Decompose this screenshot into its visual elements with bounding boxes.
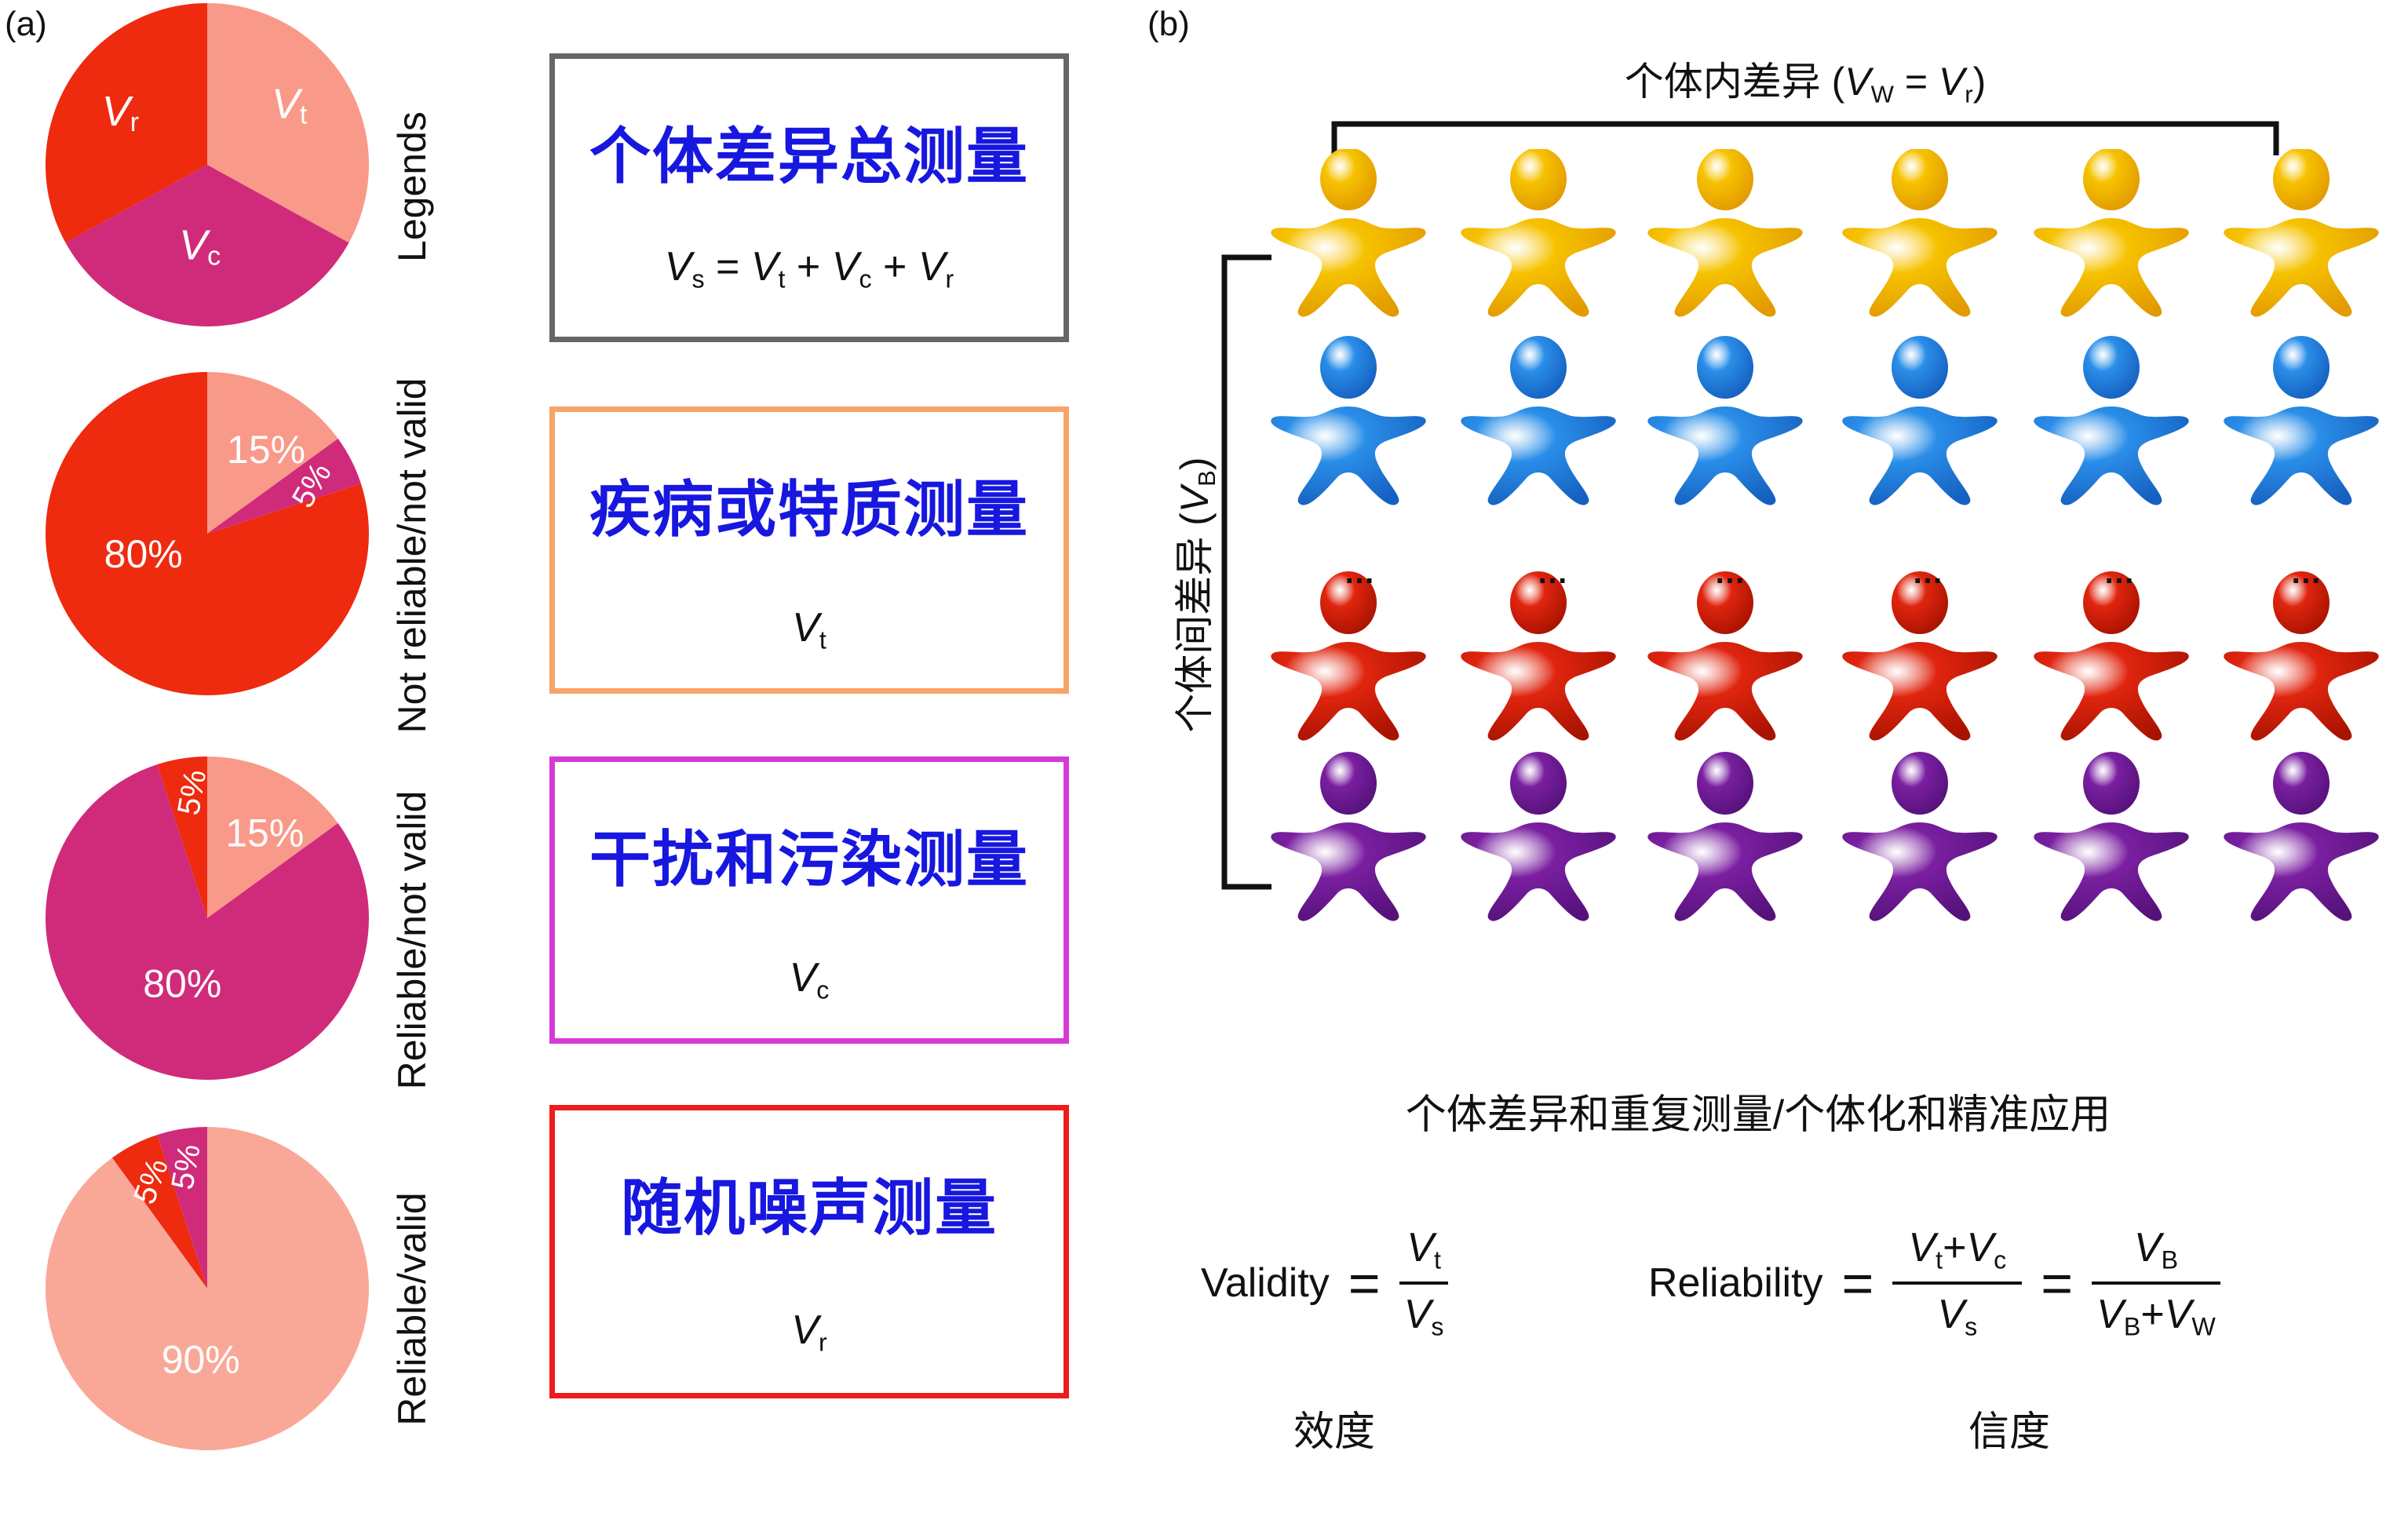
box-contamination-measurement: 干扰和污染测量 Vc <box>549 756 1069 1044</box>
person-figure <box>1461 571 1616 741</box>
person-figure <box>2034 752 2189 921</box>
reliability-cn-label: 信度 <box>1968 1409 2050 1455</box>
pie-slice-vc <box>157 1127 207 1289</box>
pie-slice-vt <box>207 372 338 534</box>
panel-a-label: (a) <box>5 5 47 43</box>
validity-cn-label: 效度 <box>1293 1409 1375 1455</box>
person-figure <box>1647 149 1803 317</box>
person-figure <box>2224 571 2379 741</box>
panel-b-caption: 个体差异和重复测量/个体化和精准应用 <box>1405 1092 2111 1138</box>
ellipsis-col-5: … <box>2103 556 2136 590</box>
pie-slice-vr <box>157 756 207 918</box>
pie-chart-reliable-valid: 90%5%5% <box>45 1127 369 1450</box>
row-label-reliable-valid: Reliable/valid <box>390 1192 434 1426</box>
pie-chart-not-reliable-not-valid: 15%5%80% <box>46 372 370 695</box>
pie-slice-vt <box>45 1127 369 1450</box>
panel-b-label: (b) <box>1147 5 1190 43</box>
person-figure <box>1461 752 1616 921</box>
validity-equation: Validity = Vt Vs <box>1201 1224 1449 1341</box>
ellipsis-col-6: … <box>2290 556 2323 590</box>
within-individual-label: 个体内差异 (VW = Vr) <box>1624 60 1987 108</box>
box-trait-var: Vt <box>792 605 826 654</box>
person-figure <box>1647 336 1803 505</box>
person-figure <box>1271 336 1426 505</box>
person-figure <box>1842 752 1998 921</box>
pie-label-vt: 15% <box>227 428 305 472</box>
person-figure <box>1271 752 1426 921</box>
pie-slice-vr <box>111 1135 207 1289</box>
person-figure <box>1461 149 1616 317</box>
pie-label-vc: 80% <box>143 961 221 1005</box>
within-bracket <box>1331 121 2279 155</box>
person-figure <box>2034 336 2189 505</box>
reliability-equation: Reliability = Vt+Vc Vs = VB VB+VW <box>1648 1224 2220 1341</box>
pie-slice-vt <box>207 756 338 918</box>
person-figure <box>1647 571 1803 741</box>
pie-label-vr: 5% <box>171 767 213 818</box>
person-figure <box>1271 149 1426 317</box>
ellipsis-col-2: … <box>1537 556 1570 590</box>
between-bracket <box>1221 254 1271 890</box>
ellipsis-col-1: … <box>1344 556 1377 590</box>
person-figure <box>2034 571 2189 741</box>
pie-slice-vc <box>45 764 369 1080</box>
person-figure <box>1842 149 1998 317</box>
pie-chart-reliable-not-valid: 15% 80% 5% <box>45 756 369 1080</box>
reliability-fraction-2: VB VB+VW <box>2092 1224 2220 1341</box>
pie-label-vt: 15% <box>225 811 304 855</box>
reliability-equals-1: = <box>1841 1252 1874 1314</box>
people-figures-grid <box>1271 149 2379 921</box>
reliability-equals-2: = <box>2041 1252 2074 1314</box>
box-total-title: 个体差异总测量 <box>589 122 1029 192</box>
between-individual-label: 个体间差异 (VB) <box>1172 457 1221 733</box>
reliability-fraction-1: Vt+Vc Vs <box>1892 1224 2023 1341</box>
validity-word: Validity <box>1201 1260 1330 1306</box>
pie-slice-vt <box>207 3 369 243</box>
box-noise-var: Vr <box>791 1307 827 1357</box>
pie-label-vr: Vr <box>102 88 139 137</box>
person-figure <box>2224 149 2379 317</box>
pie-label-vc: Vc <box>179 222 221 272</box>
pie-label-vt: 90% <box>162 1338 240 1382</box>
person-figure <box>2034 149 2189 317</box>
person-figure <box>1271 571 1426 741</box>
pie-label-vr: 5% <box>165 1142 206 1193</box>
person-figure <box>1461 336 1616 505</box>
reliability-word: Reliability <box>1648 1260 1823 1306</box>
person-figure <box>1647 752 1803 921</box>
validity-fraction: Vt Vs <box>1399 1224 1449 1341</box>
box-total-formula: Vs = Vt + Vc + Vr <box>664 244 954 293</box>
person-figure <box>2224 752 2379 921</box>
row-label-legends: Legends <box>390 111 434 262</box>
person-figure <box>1842 336 1998 505</box>
person-figure <box>2224 336 2379 505</box>
pie-slice-vc <box>207 438 361 534</box>
pie-slice-vc <box>65 165 349 326</box>
box-trait-measurement: 疾病或特质测量 Vt <box>549 407 1069 694</box>
box-trait-title: 疾病或特质测量 <box>589 475 1029 545</box>
ellipsis-col-3: … <box>1714 556 1747 590</box>
box-contamination-title: 干扰和污染测量 <box>589 825 1029 895</box>
validity-equals: = <box>1348 1252 1381 1314</box>
pie-label-vt: Vt <box>272 81 308 130</box>
pie-label-vr: 80% <box>104 532 183 576</box>
person-figure <box>1842 571 1998 741</box>
pie-slice-vr <box>45 3 208 243</box>
box-total-measurement: 个体差异总测量 Vs = Vt + Vc + Vr <box>549 53 1069 342</box>
pie-slice-vr <box>46 372 370 695</box>
box-contamination-var: Vc <box>789 955 830 1004</box>
box-noise-title: 随机噪声测量 <box>620 1173 998 1244</box>
box-noise-measurement: 随机噪声测量 Vr <box>549 1105 1069 1398</box>
ellipsis-col-4: … <box>1912 556 1945 590</box>
